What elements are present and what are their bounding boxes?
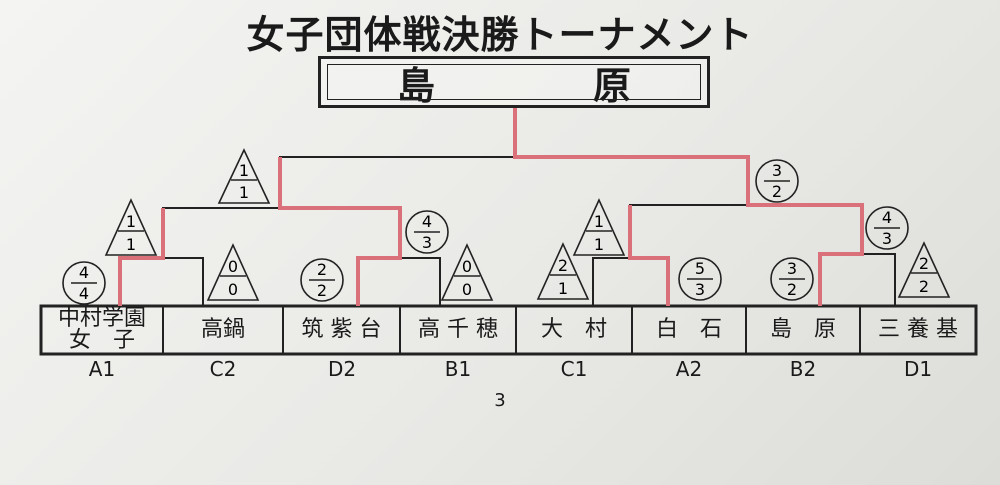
- score-marker-qf2: 4 3: [405, 210, 449, 254]
- team-name: 島 原: [769, 317, 836, 342]
- score-top: 4: [79, 263, 89, 282]
- team-cell: 高 千 穂: [400, 306, 516, 354]
- score-marker-sf2: 3 2: [755, 159, 799, 203]
- score-bottom: 0: [228, 280, 238, 299]
- team-name-line: 女 子: [68, 328, 135, 353]
- score-top: 0: [462, 257, 472, 276]
- score-top: 1: [239, 161, 249, 180]
- score-marker-a2: 5 3: [678, 257, 722, 301]
- score-bottom: 1: [558, 279, 568, 298]
- team-name: 大 村: [540, 317, 607, 342]
- score-marker-c1: 2 1: [536, 242, 590, 300]
- score-bottom: 2: [919, 277, 929, 296]
- score-marker-qf3: 1 1: [572, 198, 626, 256]
- winner-path-left-first: [118, 208, 165, 306]
- team-cell: 中村学園 女 子: [41, 306, 163, 354]
- seed-label: D1: [903, 357, 933, 381]
- seed-label: C1: [560, 357, 588, 381]
- score-bottom: 0: [462, 280, 472, 299]
- winner-path-right-first: [628, 205, 670, 306]
- team-cell: 大 村: [516, 306, 632, 354]
- score-bottom: 2: [787, 280, 797, 299]
- winner-path-left-second: [278, 157, 402, 306]
- score-marker-a1: 4 4: [62, 261, 106, 305]
- score-top: 5: [695, 259, 705, 278]
- winner-path: [118, 108, 864, 306]
- score-top: 3: [787, 259, 797, 278]
- match-line-qf-2: [629, 204, 748, 258]
- team-name-line: 中村学園: [57, 306, 146, 331]
- seed-label: A2: [675, 357, 703, 381]
- team-name: 高鍋: [200, 317, 245, 342]
- seed-label: A1: [88, 357, 116, 381]
- team-cell: 三 養 基: [860, 306, 976, 354]
- match-line-qf-1: [162, 207, 280, 258]
- seed-label: B2: [789, 357, 817, 381]
- match-line-r1-3: [592, 257, 669, 306]
- score-top: 2: [558, 256, 568, 275]
- team-row-frame: [39, 304, 978, 356]
- score-marker-qf1: 1 1: [104, 198, 158, 256]
- score-top: 4: [422, 212, 432, 231]
- score-top: 0: [228, 257, 238, 276]
- score-top: 3: [772, 161, 782, 180]
- score-bottom: 2: [317, 281, 327, 300]
- match-line-r1-4: [819, 253, 896, 306]
- team-name: 筑 紫 台: [301, 317, 382, 342]
- seed-label: D2: [327, 357, 357, 381]
- match-line-sf-1: [279, 156, 515, 208]
- winner-path-right-second: [513, 108, 864, 306]
- score-marker-b2: 3 2: [770, 257, 814, 301]
- score-bottom: 3: [422, 233, 432, 252]
- score-bottom: 1: [126, 235, 136, 254]
- match-line-r1-2: [357, 257, 441, 306]
- page-number: 3: [494, 390, 506, 411]
- score-marker-d1: 2 2: [897, 241, 951, 298]
- page-title: 女子団体戦決勝トーナメント: [246, 13, 754, 57]
- team-cell: 島 原: [746, 306, 860, 354]
- team-row-outer-border: [39, 304, 978, 356]
- team-cell: 筑 紫 台: [283, 306, 400, 354]
- score-bottom: 3: [695, 280, 705, 299]
- score-top: 1: [594, 212, 604, 231]
- team-name: 白 石: [655, 317, 722, 342]
- seed-label: B1: [444, 357, 472, 381]
- champion-box: 島 原: [318, 56, 710, 108]
- score-top: 1: [126, 212, 136, 231]
- score-marker-c2: 0 0: [206, 243, 260, 301]
- score-top: 2: [919, 254, 929, 273]
- team-cell: 白 石: [632, 306, 746, 354]
- score-bottom: 1: [239, 183, 249, 202]
- match-line-r1-1: [119, 257, 204, 306]
- score-top: 4: [882, 208, 892, 227]
- seed-label: C2: [209, 357, 237, 381]
- score-marker-b1: 0 0: [440, 243, 494, 301]
- score-bottom: 1: [594, 235, 604, 254]
- team-name: 三 養 基: [878, 317, 958, 342]
- score-marker-sf1: 1 1: [217, 148, 271, 204]
- score-bottom: 2: [772, 182, 782, 201]
- team-cell: 高鍋: [163, 306, 283, 354]
- team-name: 高 千 穂: [418, 317, 498, 342]
- score-top: 2: [317, 260, 327, 279]
- score-marker-d2: 2 2: [300, 258, 344, 302]
- score-marker-qf4: 4 3: [865, 206, 909, 250]
- score-bottom: 4: [79, 284, 89, 303]
- score-bottom: 3: [882, 229, 892, 248]
